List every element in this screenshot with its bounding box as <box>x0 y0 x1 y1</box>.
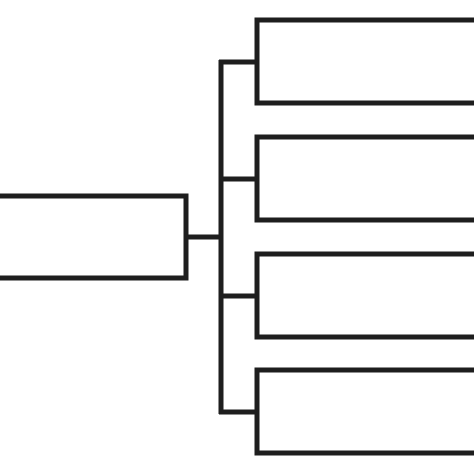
child-node-2 <box>254 134 474 223</box>
child-node-4-box <box>254 367 474 456</box>
child-node-4 <box>254 367 474 456</box>
root-node-box <box>0 193 189 281</box>
child-node-3 <box>254 251 474 340</box>
child-node-2-box <box>254 134 474 223</box>
child-node-1-box <box>254 17 474 106</box>
child-node-1 <box>254 17 474 106</box>
child-node-3-box <box>254 251 474 340</box>
root-node <box>0 193 189 281</box>
connectors <box>186 59 257 415</box>
